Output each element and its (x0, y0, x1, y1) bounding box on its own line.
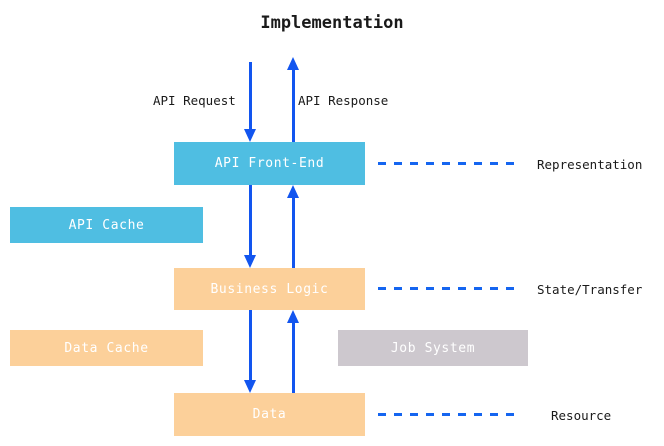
node-api-front-end[interactable]: API Front-End (174, 142, 365, 185)
node-data[interactable]: Data (174, 393, 365, 436)
side-label-representation: Representation (537, 157, 643, 172)
dashed-connector-state-transfer (378, 287, 522, 290)
node-api-cache[interactable]: API Cache (10, 207, 203, 243)
dashed-connector-resource (378, 413, 522, 416)
node-job-system[interactable]: Job System (338, 330, 528, 366)
page-title: Implementation (260, 13, 404, 33)
node-business-logic[interactable]: Business Logic (174, 268, 365, 310)
flow-label-api-request: API Request (153, 93, 236, 108)
flow-label-api-response: API Response (298, 93, 389, 108)
node-data-cache[interactable]: Data Cache (10, 330, 203, 366)
side-label-resource: Resource (551, 408, 612, 423)
side-label-state-transfer: State/Transfer (537, 282, 643, 297)
dashed-connector-representation (378, 162, 522, 165)
